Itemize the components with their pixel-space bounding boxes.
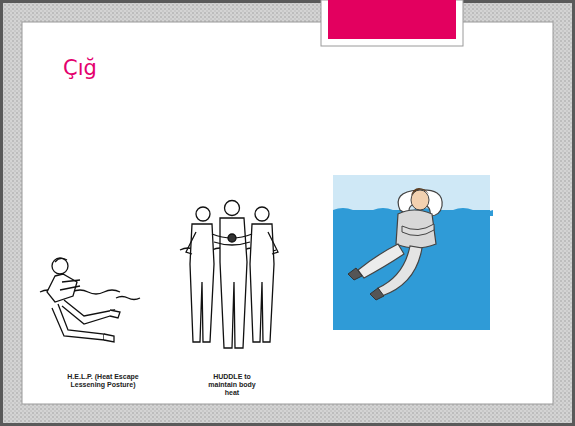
huddle-illustration [180, 201, 278, 349]
slide-area [22, 22, 553, 404]
help-illustration [40, 258, 140, 342]
tab-outline [321, 0, 463, 46]
image-caption: HUDDLE to maintain body heat [201, 373, 263, 397]
slide-title: Çığ [63, 57, 97, 80]
pink-tab [328, 0, 456, 39]
image-caption: H.E.L.P. (Heat Escape Lessening Posture) [64, 373, 142, 389]
floating-person-image [333, 175, 493, 330]
textured-border [3, 3, 572, 423]
